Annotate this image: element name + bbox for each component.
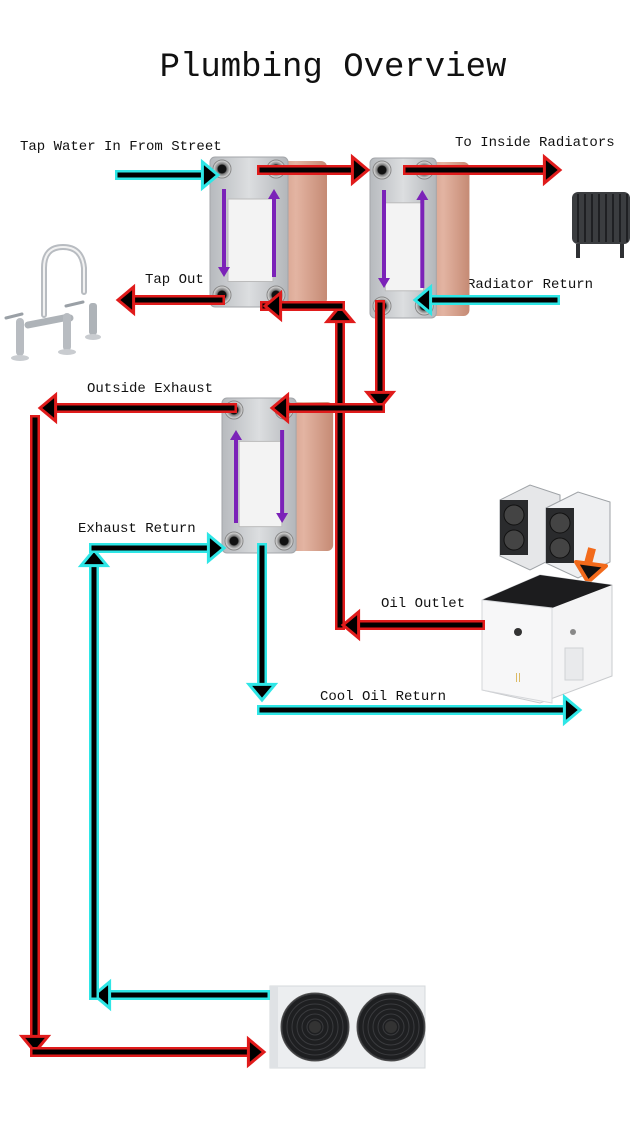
flow-arrow-icon	[91, 978, 112, 1012]
fan-hub	[385, 1021, 397, 1033]
flow-arrow-icon	[245, 682, 279, 703]
heat-exchanger-2	[369, 157, 470, 319]
flow-arrow-icon	[262, 289, 283, 323]
label-cool-oil-return: Cool Oil Return	[320, 689, 446, 705]
flow-arrow-icon	[363, 390, 397, 411]
flow-arrow-icon	[246, 1035, 267, 1069]
port	[372, 160, 392, 180]
label-outside-exhaust: Outside Exhaust	[87, 381, 213, 397]
fan-ring	[301, 1013, 329, 1041]
flow-arrow-icon	[350, 153, 371, 187]
radiator-icon	[572, 192, 630, 258]
flow-arrowhead	[268, 189, 280, 199]
fan-ring	[296, 1008, 334, 1046]
fan-ring	[362, 998, 420, 1056]
pipe-network	[18, 153, 583, 1069]
fan-ring	[286, 998, 344, 1056]
fan-ring	[372, 1008, 410, 1046]
fan-ring	[291, 1003, 339, 1051]
asic-miners-icon	[499, 484, 611, 579]
flow-arrow-icon	[206, 531, 227, 565]
fan-ring	[382, 1018, 400, 1036]
heat-exchanger-3	[221, 397, 334, 554]
oil-immersion-tank-icon: ||	[481, 574, 613, 704]
fan-ring	[377, 1013, 405, 1041]
flow-arrow-icon	[18, 1034, 52, 1055]
faucet-icon	[4, 243, 101, 361]
flow-arrow-icon	[323, 303, 357, 324]
flow-arrow-icon	[340, 608, 361, 642]
flow-arrow-icon	[562, 693, 583, 727]
feed-arrow-icon	[574, 547, 608, 584]
label-exhaust-return: Exhaust Return	[78, 521, 196, 537]
flow-arrow-icon	[269, 391, 290, 425]
flow-arrow-icon	[77, 547, 111, 568]
heat-exchanger-1	[209, 156, 327, 308]
fan-ring	[367, 1003, 415, 1051]
flow-arrowhead	[378, 278, 390, 288]
dry-cooler-icon	[269, 985, 426, 1069]
spec-label	[238, 440, 283, 528]
flow-arrowhead	[230, 430, 242, 440]
label-tap-water-in: Tap Water In From Street	[20, 139, 222, 155]
flow-arrow-icon	[542, 153, 563, 187]
flow-arrowhead	[416, 190, 429, 200]
fan-ring	[306, 1018, 324, 1036]
label-oil-outlet: Oil Outlet	[381, 596, 465, 612]
port	[224, 531, 244, 551]
spec-label	[384, 202, 425, 292]
fan-hub	[309, 1021, 321, 1033]
label-radiator-return: Radiator Return	[467, 277, 593, 293]
port	[274, 531, 294, 551]
svg-text:||: ||	[515, 673, 521, 683]
flow-arrowhead	[276, 513, 289, 523]
flow-arrow-icon	[200, 158, 221, 192]
spec-label	[227, 198, 274, 282]
flow-arrow-icon	[37, 391, 58, 425]
label-to-inside-radiators: To Inside Radiators	[455, 135, 615, 151]
fan-ring	[357, 993, 425, 1061]
flow-arrow-icon	[115, 283, 136, 317]
flow-arrow-icon	[412, 283, 433, 317]
label-tap-out: Tap Out	[145, 272, 204, 288]
fan-ring	[281, 993, 349, 1061]
flow-arrowhead	[218, 267, 230, 277]
page-title: Plumbing Overview	[160, 49, 507, 87]
